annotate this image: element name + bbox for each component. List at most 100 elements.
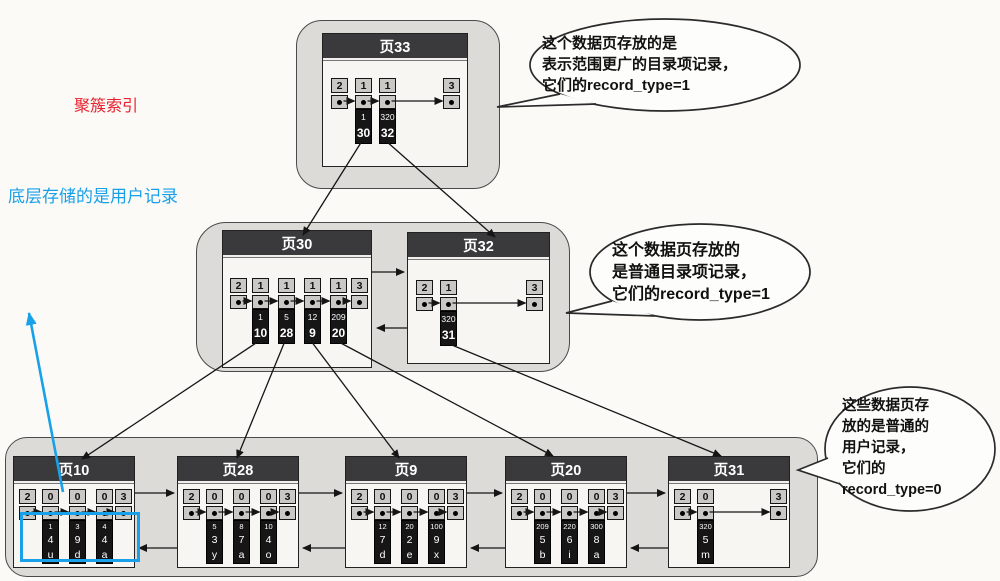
record-type-cell: 0 — [206, 489, 223, 504]
record-pointer-bullet — [428, 506, 445, 520]
page-title: 页30 — [223, 231, 371, 257]
pointer-dot — [310, 299, 315, 305]
record-value: 9 — [433, 534, 440, 546]
record-pointer-bullet — [233, 506, 250, 520]
record-value: 3 — [75, 522, 80, 531]
record-pointer-bullet — [330, 295, 347, 309]
record-value: e — [406, 549, 413, 561]
record-value: 30 — [356, 126, 371, 140]
record-type-cell: 1 — [355, 78, 372, 93]
page-title: 页20 — [506, 457, 626, 483]
record-type-cell: 0 — [588, 489, 605, 504]
record-type-cell: 3 — [770, 489, 787, 504]
record-value: 320 — [441, 314, 456, 324]
record-type-cell: 2 — [351, 489, 368, 504]
record-value: 1 — [361, 112, 366, 122]
record-pointer-bullet — [416, 297, 433, 311]
pointer-dot — [284, 299, 289, 305]
record-type-cell: 1 — [440, 280, 457, 295]
record-type-cell: 0 — [260, 489, 277, 504]
record-value: 7 — [379, 534, 386, 546]
record-pointer-bullet — [331, 95, 348, 109]
record-value: 209 — [536, 522, 549, 531]
record-type-cell: 0 — [428, 489, 445, 504]
record: 3 — [447, 489, 464, 520]
record-value: 28 — [279, 326, 294, 340]
record-value: 8 — [239, 522, 244, 531]
pointer-dot — [357, 510, 362, 516]
record-type-cell: 1 — [379, 78, 396, 93]
bubble-line: record_type=0 — [842, 482, 942, 498]
record-value: 31 — [441, 328, 456, 342]
pointer-dot — [532, 301, 537, 307]
record-pointer-bullet — [770, 506, 787, 520]
pointer-dot — [453, 510, 458, 516]
record-type-cell: 2 — [19, 489, 36, 504]
pointer-dot — [594, 510, 599, 516]
record-value: x — [433, 549, 440, 561]
record-value: m — [701, 549, 710, 561]
record-type-cell: 3 — [526, 280, 543, 295]
record-type-cell: 1 — [304, 278, 321, 293]
record: 3 — [351, 278, 368, 309]
page-title: 页32 — [408, 233, 549, 259]
record-type-cell: 0 — [401, 489, 418, 504]
record-type-cell: 1 — [252, 278, 269, 293]
record-value: 10 — [253, 326, 268, 340]
record: 2 — [511, 489, 528, 520]
record-type-cell: 1 — [278, 278, 295, 293]
pointer-dot — [703, 510, 708, 516]
bubble-line: 它们的record_type=1 — [612, 286, 770, 303]
record-value: 2 — [406, 534, 413, 546]
blue-highlight-rect — [20, 512, 140, 562]
record-value: y — [211, 549, 218, 561]
record: 2 — [331, 78, 348, 109]
record: 2 — [183, 489, 200, 520]
record-type-cell: 3 — [607, 489, 624, 504]
record-pointer-bullet — [534, 506, 551, 520]
record-value: i — [568, 549, 571, 561]
record-pointer-bullet — [374, 506, 391, 520]
record-pointer-bullet — [401, 506, 418, 520]
record-type-cell: 2 — [511, 489, 528, 504]
pointer-dot — [239, 510, 244, 516]
record-value: 5 — [212, 522, 217, 531]
record-pointer-bullet — [440, 297, 457, 311]
record-pointer-bullet — [443, 95, 460, 109]
record-type-cell: 0 — [534, 489, 551, 504]
record-value: 4 — [47, 534, 54, 546]
record-type-cell: 0 — [69, 489, 86, 504]
record-pointer-bullet — [230, 295, 247, 309]
bubble-top-text: 这个数据页存放的是 表示范围更广的目录项记录， 它们的record_type=1 — [542, 33, 737, 96]
pointer-dot — [567, 510, 572, 516]
record: 3 — [279, 489, 296, 520]
pointer-dot — [361, 99, 366, 105]
record-pointer-bullet — [674, 506, 691, 520]
record-type-cell: 0 — [374, 489, 391, 504]
pointer-dot — [337, 99, 342, 105]
record-value: 20 — [331, 326, 346, 340]
clustered-index-label: 聚簇索引 — [74, 98, 139, 115]
page-title: 页9 — [346, 457, 466, 483]
